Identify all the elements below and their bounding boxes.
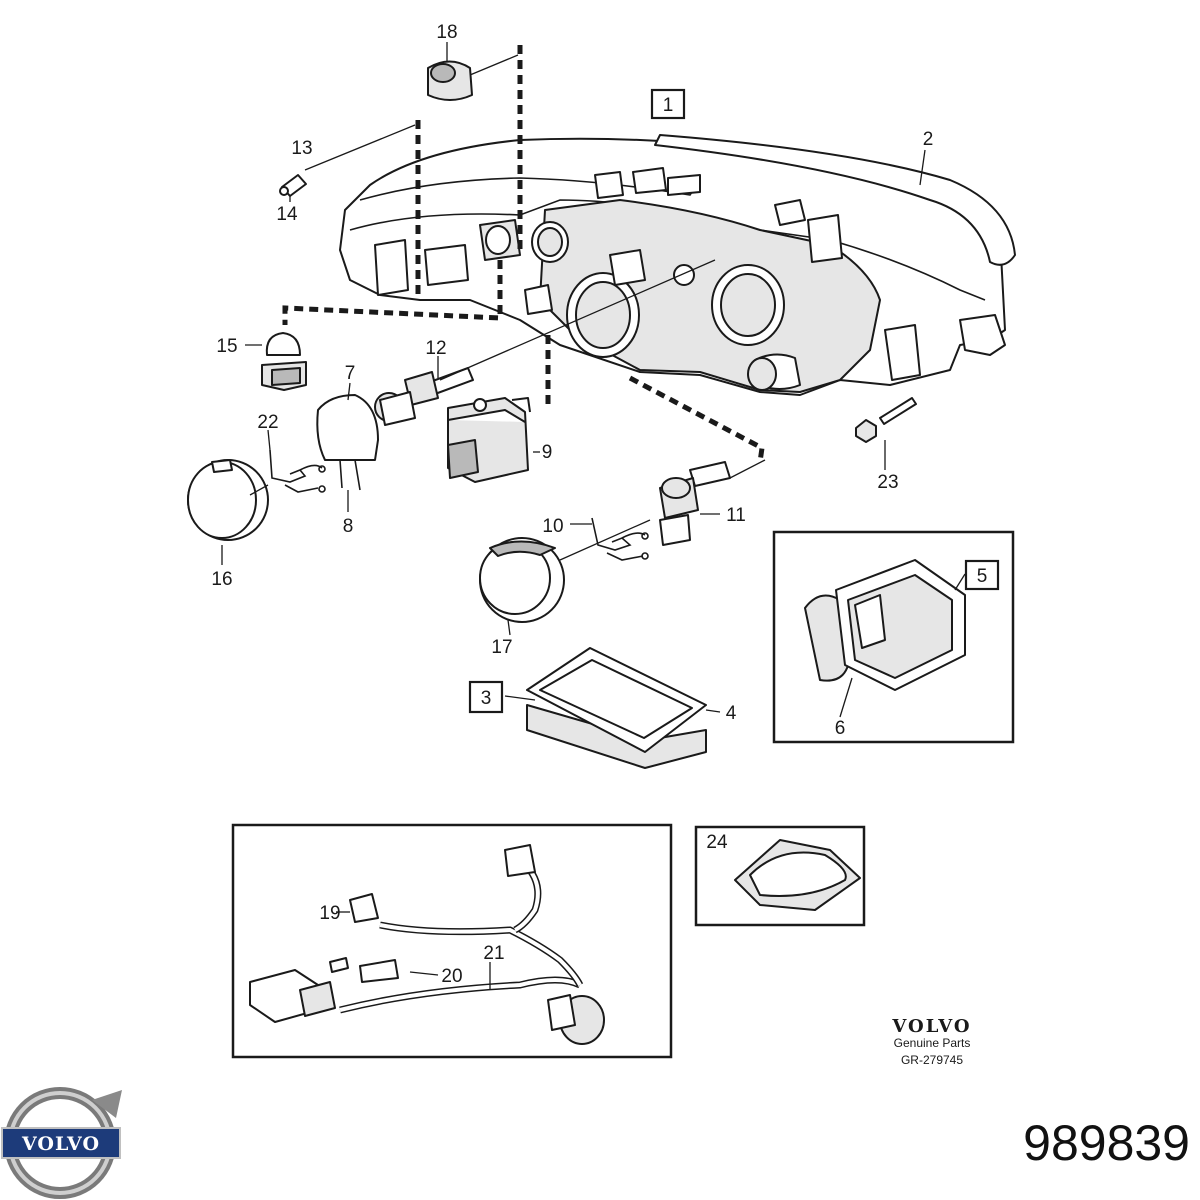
- callout-9: 9: [542, 442, 553, 463]
- h1-bulb: [659, 461, 731, 546]
- callout-7: 7: [345, 363, 356, 384]
- wiring-harness: [249, 844, 605, 1045]
- callout-20: 20: [441, 966, 462, 987]
- socket-bulb: [261, 332, 307, 391]
- gasket-cover: [526, 647, 707, 769]
- callout-12: 12: [425, 338, 446, 359]
- callout-18: 18: [436, 22, 457, 43]
- screw: [855, 397, 917, 443]
- callout-14: 14: [276, 204, 298, 225]
- callout-labels: 18 1 2 13 14 15 12 7 22 9 23 8 10 11 5 1…: [211, 22, 1000, 987]
- small-bulb: [279, 174, 307, 197]
- callout-13: 13: [291, 138, 312, 159]
- callout-21: 21: [483, 943, 504, 964]
- callout-10: 10: [542, 516, 563, 537]
- callout-3: 3: [481, 688, 492, 709]
- callout-11: 11: [726, 505, 746, 526]
- callout-15: 15: [216, 336, 237, 357]
- ballast-unit: [804, 559, 966, 691]
- callout-17: 17: [491, 637, 512, 658]
- callout-5-box: [964, 559, 1000, 591]
- bulb-cap: [316, 394, 379, 461]
- callout-19: 19: [319, 903, 340, 924]
- harness-inset-frame: [231, 823, 673, 1059]
- callout-1: 1: [663, 95, 674, 116]
- callout-3-box: [468, 680, 504, 714]
- leader-lines: [221, 42, 966, 990]
- grommet: [427, 60, 473, 101]
- volvo-logo: VOLVO: [1, 1087, 122, 1199]
- logo-text: VOLVO: [21, 1133, 100, 1155]
- callout-5: 5: [977, 566, 988, 587]
- footer-brand: VOLVO: [891, 1016, 971, 1037]
- cover-16: [187, 459, 269, 541]
- callout-22: 22: [257, 412, 278, 433]
- protective-cap: [734, 839, 861, 911]
- callout-6: 6: [835, 718, 846, 739]
- callout-4: 4: [726, 703, 737, 724]
- connection-lines: [282, 45, 765, 463]
- callout-1-box: [650, 88, 686, 120]
- h7-bulb: [374, 367, 474, 426]
- part-number: 989839: [1023, 1115, 1190, 1171]
- callout-8: 8: [343, 516, 354, 537]
- callout-24: 24: [706, 832, 728, 853]
- footer-genuine: Genuine Parts: [894, 1036, 971, 1050]
- spring-clip-22: [269, 449, 323, 493]
- genuine-parts-block: VOLVO Genuine Parts GR-279745: [891, 1016, 971, 1067]
- callout-2: 2: [923, 129, 934, 150]
- footer-ref: GR-279745: [901, 1053, 963, 1067]
- callout-23: 23: [877, 472, 898, 493]
- lens-strip: [654, 134, 1016, 266]
- leveling-motor: [447, 397, 531, 483]
- cover-17: [479, 537, 565, 623]
- spring-clip-10: [591, 517, 646, 561]
- headlamp-housing: [339, 137, 1006, 396]
- callout-16: 16: [211, 569, 232, 590]
